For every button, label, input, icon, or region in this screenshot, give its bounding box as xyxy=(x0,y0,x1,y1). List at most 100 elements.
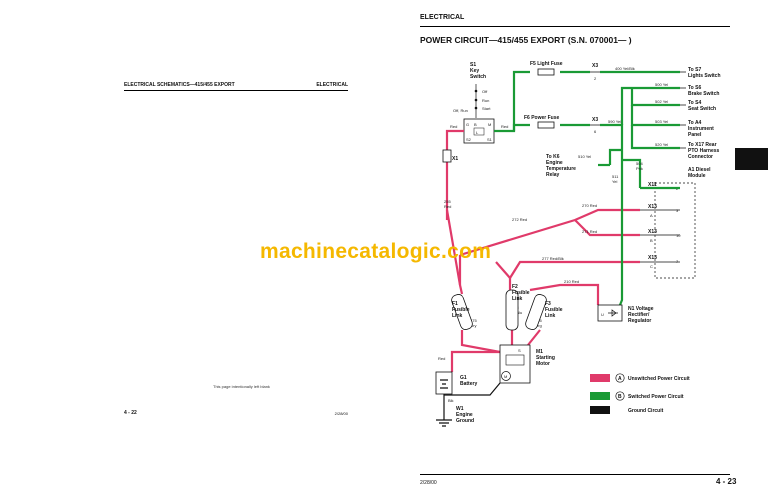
watermark: machinecatalogic.com xyxy=(260,240,492,263)
left-page-header: ELECTRICAL SCHEMATICS—415/455 EXPORT ELE… xyxy=(124,82,348,91)
w1-2: Engine xyxy=(456,412,473,418)
x13c-label: X13 xyxy=(648,255,657,261)
unswitched-wiring xyxy=(445,129,640,372)
wire-271: 271 Red xyxy=(582,229,597,234)
wire-275: 275 xyxy=(470,318,477,323)
f6-label: F6 Power Fuse xyxy=(524,115,560,121)
s1-term-s1: S1 xyxy=(487,137,493,142)
dest-s4-1: To S4 xyxy=(688,100,701,106)
right-page xyxy=(384,0,768,497)
left-page-footer: 4 - 22 2/28/00 xyxy=(124,410,348,416)
s1-term-g: G xyxy=(466,122,469,127)
footer-divider xyxy=(420,474,730,475)
dest-a4-1: To A4 xyxy=(688,120,702,126)
f2-1: F2 xyxy=(512,284,518,290)
fuse-f6-symbol xyxy=(537,121,555,129)
wire-210: 210 Red xyxy=(564,279,579,284)
wire-400: 400 Yel/Blk xyxy=(615,66,635,71)
x13a-pin: 3 xyxy=(676,208,679,213)
s1-id: S1 xyxy=(470,62,476,68)
f1-1: F1 xyxy=(452,301,458,307)
legend-label-ground: Ground Circuit xyxy=(628,408,664,414)
dest-s6-1: To S6 xyxy=(688,85,701,91)
wire-504: 504 xyxy=(636,161,643,166)
s1-term-b: B xyxy=(474,122,477,127)
f1-2: Fusible xyxy=(452,307,470,313)
x13b-label: X13 xyxy=(648,229,657,235)
wire-511: 511 xyxy=(612,174,619,179)
g1-battery-box xyxy=(435,371,453,395)
f1-3: Link xyxy=(452,313,462,319)
s1-start: Start xyxy=(482,106,491,111)
x1-connector xyxy=(442,149,452,163)
wire-red-s1: Red xyxy=(450,124,457,129)
destination-labels: To S7 Lights Switch To S6 Brake Switch T… xyxy=(688,67,721,160)
right-page-date: 2/28/00 xyxy=(420,480,437,486)
k6-2: Engine xyxy=(546,160,563,166)
m1-s: S xyxy=(518,348,521,353)
fusible-links xyxy=(451,289,547,331)
left-header-section: ELECTRICAL xyxy=(316,82,348,88)
legend-key-a: A xyxy=(618,376,622,382)
n1-2: Rectifier/ xyxy=(628,312,650,318)
wire-270: 270 Red xyxy=(582,203,597,208)
legend-swatch-ground xyxy=(590,406,610,414)
f2-3: Link xyxy=(512,296,522,302)
a1-module-box xyxy=(654,182,696,279)
dest-a4-2: Instrument xyxy=(688,126,714,132)
f5-label: F5 Light Fuse xyxy=(530,61,563,67)
a1-2: Module xyxy=(688,173,706,179)
wire-590: 590 Yel xyxy=(608,119,621,124)
s1-off: Off xyxy=(482,89,488,94)
legend-swatch-unswitched xyxy=(590,374,610,382)
legend-label-switched: Switched Power Circuit xyxy=(628,394,684,400)
legend: A Unswitched Power Circuit B Switched Po… xyxy=(590,373,690,414)
section-divider xyxy=(420,26,730,27)
s1-run: Run xyxy=(482,98,489,103)
wire-503: 503 Yel xyxy=(655,119,668,124)
wire-blk: Blk xyxy=(448,398,454,403)
wire-511-color: Yel xyxy=(612,179,618,184)
wire-255-color: Red xyxy=(444,204,451,209)
f3-1: F3 xyxy=(545,301,551,307)
left-header-title: ELECTRICAL SCHEMATICS—415/455 EXPORT xyxy=(124,82,235,88)
x3-label-top: X3 xyxy=(592,63,598,69)
dest-x17-3: Connector xyxy=(688,154,713,160)
switched-wiring xyxy=(494,70,680,311)
left-page-number: 4 - 22 xyxy=(124,410,137,416)
wire-500: 500 Yel xyxy=(655,82,668,87)
x11-label: X11 xyxy=(648,182,657,188)
x13b-pin: 10 xyxy=(676,233,681,238)
blank-page-note: This page intentionally left blank xyxy=(213,384,270,389)
k6-1: To K6 xyxy=(546,154,560,160)
wire-504-color: Pnk xyxy=(636,166,643,171)
g1-1: G1 xyxy=(460,375,467,381)
x13a-label: X13 xyxy=(648,204,657,210)
wire-277: 277 Red/Blk xyxy=(542,256,564,261)
x1-label: X1 xyxy=(452,156,458,162)
left-page-date: 2/28/00 xyxy=(334,411,348,416)
schematic-title: POWER CIRCUIT—415/455 EXPORT (S.N. 07000… xyxy=(420,35,632,45)
s1-term-s2: S2 xyxy=(466,137,472,142)
s1-name-2: Switch xyxy=(470,74,486,80)
dest-s7-2: Lights Switch xyxy=(688,73,721,79)
s1-name-1: Key xyxy=(470,68,479,74)
x13c-pin: 7 xyxy=(676,259,679,264)
m1-3: Motor xyxy=(536,361,550,367)
k6-3: Temperature xyxy=(546,166,576,172)
n1-3: Regulator xyxy=(628,318,651,324)
x13a-sub: A xyxy=(650,213,653,218)
left-page: ELECTRICAL SCHEMATICS—415/455 EXPORT ELE… xyxy=(124,82,348,416)
right-section-label: ELECTRICAL xyxy=(420,14,465,21)
x3-pin-2: 2 xyxy=(594,76,597,81)
w1-1: W1 xyxy=(456,406,464,412)
s1-off-run: Off, Run xyxy=(453,108,468,113)
w1-3: Ground xyxy=(456,418,474,424)
f2-2: Fusible xyxy=(512,290,530,296)
wire-275-color: Gry xyxy=(470,323,476,328)
wire-red-battery: Red xyxy=(438,356,445,361)
x13b-sub: B xyxy=(650,238,653,243)
x3-pin-6: 6 xyxy=(594,129,597,134)
wire-272: 272 Red xyxy=(512,217,527,222)
